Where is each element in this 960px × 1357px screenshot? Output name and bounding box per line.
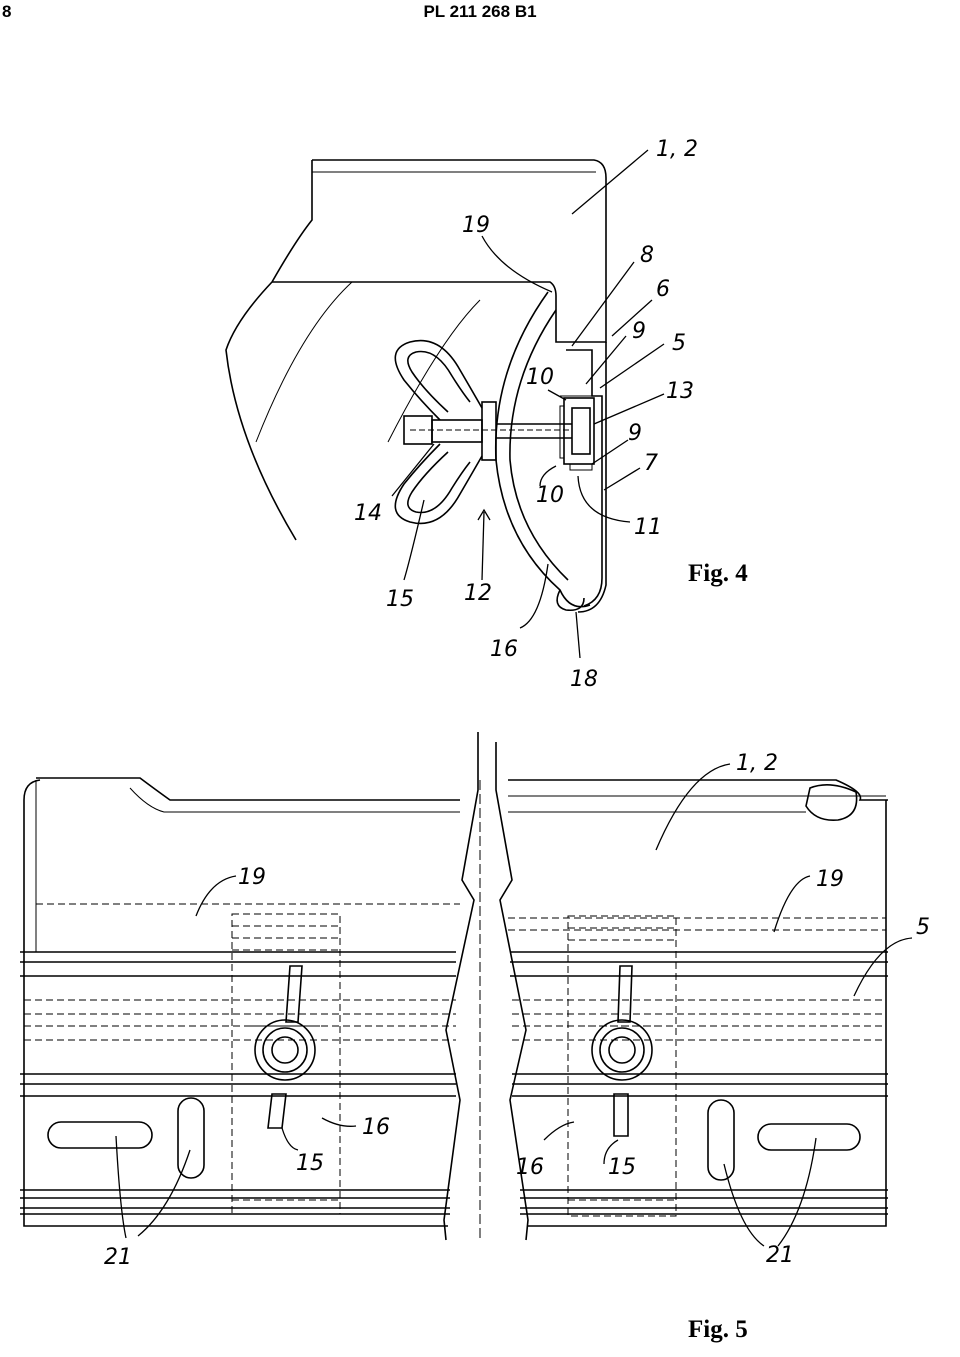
fig5-break-lines [443, 732, 529, 1241]
fig4-label-16: 16 [490, 637, 518, 662]
fig5-label-16b: 16 [516, 1155, 544, 1180]
fig4-wing-nut [394, 339, 483, 525]
fig5-label-15b: 15 [608, 1155, 636, 1180]
page-number: 8 [2, 2, 12, 21]
fig4-label-10b: 10 [536, 483, 564, 508]
fig5-slot-vertical-right [707, 1099, 735, 1181]
fig4-label-8: 8 [640, 243, 654, 268]
fig4-label-6: 6 [656, 277, 670, 302]
fig5-label-19b: 19 [816, 867, 844, 892]
fig5-label-16a: 16 [362, 1115, 390, 1140]
fig4-label-15: 15 [386, 587, 414, 612]
fig4-rail-channel [555, 296, 607, 613]
fig4-leader-lines [391, 149, 665, 659]
fig5-reference-labels: 1, 2 19 19 5 16 15 16 15 21 21 [104, 751, 930, 1270]
fig5-label-21a: 21 [104, 1245, 132, 1270]
fig5-label-21b: 21 [766, 1243, 794, 1268]
fig4-profile-body [225, 159, 607, 541]
fig4-label-9b: 9 [628, 421, 642, 446]
fig5-leader-lines [115, 763, 913, 1247]
fig5-left-half [20, 777, 460, 1227]
fig5-right-half [508, 779, 888, 1227]
fig5-label-19a: 19 [238, 865, 266, 890]
fig4-caption: Fig. 4 [688, 560, 748, 587]
fig5-label-15a: 15 [296, 1151, 324, 1176]
fig5-slot-horizontal-left [47, 1121, 153, 1149]
fig4-clamp [494, 291, 591, 612]
fig4-reference-labels: 1, 2 19 8 6 9 5 10 13 9 7 10 11 14 15 12… [354, 137, 698, 692]
fig5-label-1-2: 1, 2 [736, 751, 778, 776]
fig4-label-13: 13 [666, 379, 694, 404]
fig4-label-18: 18 [570, 667, 598, 692]
fig4-label-11: 11 [634, 515, 662, 540]
fig4-label-7: 7 [644, 451, 658, 476]
fig5-slot-horizontal-right [757, 1123, 861, 1151]
fig5-label-5: 5 [916, 915, 930, 940]
fig4-label-19: 19 [462, 213, 490, 238]
fig4-label-5: 5 [672, 331, 686, 356]
fig5-caption: Fig. 5 [688, 1316, 748, 1343]
fig4-bolt [403, 401, 572, 461]
fig4-label-9a: 9 [632, 319, 646, 344]
fig4-label-1-2: 1, 2 [656, 137, 698, 162]
fig4-label-10a: 10 [526, 365, 554, 390]
fig5-slot-vertical-left [177, 1097, 205, 1179]
patent-number: PL 211 268 B1 [423, 2, 537, 21]
fig4-label-12: 12 [464, 581, 492, 606]
fig4-label-14: 14 [354, 501, 382, 526]
